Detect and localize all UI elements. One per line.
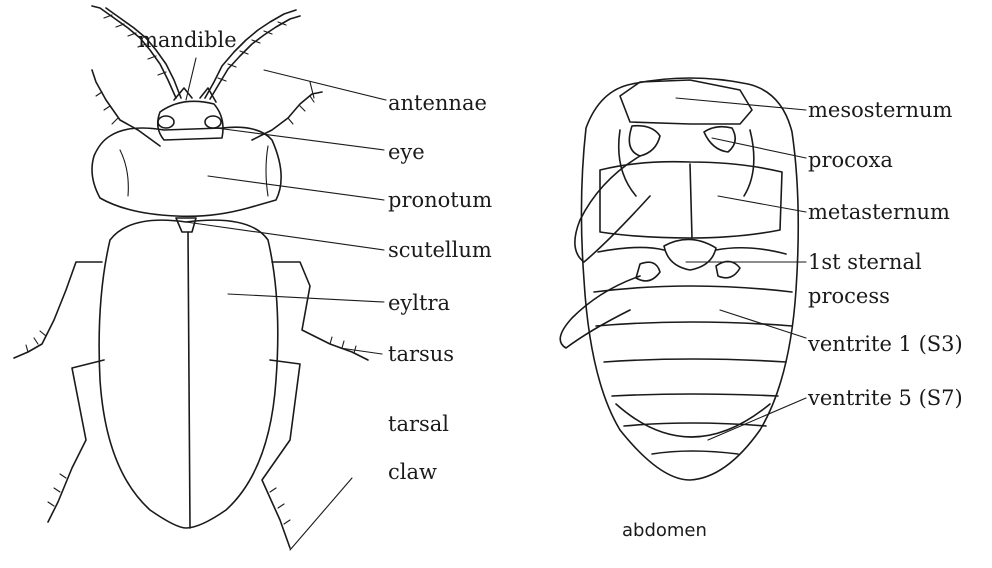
label-procoxa: procoxa — [808, 150, 893, 171]
label-ventrite-5: ventrite 5 (S7) — [808, 388, 963, 409]
caption-abdomen: abdomen — [622, 522, 707, 540]
label-sternal-process-line1: 1st sternal — [808, 252, 922, 273]
label-pronotum: pronotum — [388, 190, 492, 211]
label-metasternum: metasternum — [808, 202, 950, 223]
label-mandible: mandible — [138, 30, 237, 51]
dorsal-beetle-drawing — [14, 6, 368, 548]
label-tarsus: tarsus — [388, 344, 454, 365]
label-antennae: antennae — [388, 93, 487, 114]
label-eyltra: eyltra — [388, 293, 450, 314]
label-scutellum: scutellum — [388, 240, 492, 261]
label-claw: claw — [388, 462, 437, 483]
label-sternal-process-line2: process — [808, 286, 890, 307]
label-mesosternum: mesosternum — [808, 100, 952, 121]
label-eye: eye — [388, 142, 425, 163]
label-tarsal: tarsal — [388, 414, 449, 435]
ventral-abdomen-drawing — [560, 78, 798, 480]
label-ventrite-1: ventrite 1 (S3) — [808, 334, 963, 355]
leader-lines — [186, 58, 806, 550]
